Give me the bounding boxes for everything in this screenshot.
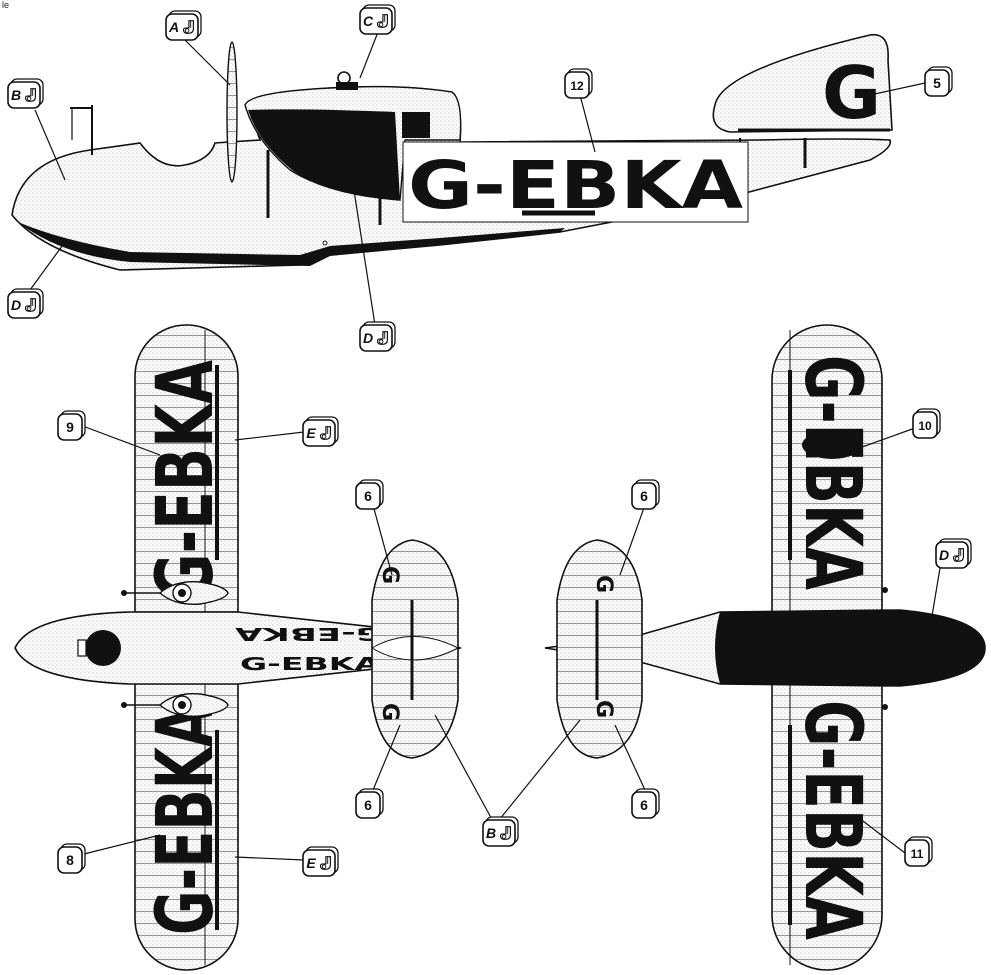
tailplane-letter-under-2: G — [591, 700, 616, 718]
callout-label: 11 — [911, 847, 924, 861]
corner-text: le — [2, 0, 10, 10]
under-wing-registration-lower: G-EBKA — [787, 700, 877, 940]
callout-label: 6 — [364, 797, 372, 813]
callout-d-hull-bottom: D — [7, 288, 44, 319]
hull-registration-upper: G-EBKA — [235, 623, 385, 644]
callout-label: 6 — [640, 797, 648, 813]
callout-b-side: B — [7, 78, 44, 109]
callout-label: D — [11, 297, 21, 313]
callout-10: 10 — [912, 408, 941, 439]
callout-label: A — [168, 19, 179, 35]
callout-label: 5 — [933, 75, 941, 91]
callout-e-upper: E — [302, 416, 339, 447]
callout-label: 6 — [640, 488, 648, 504]
under-view: G-EBKA G-EBKA G G — [544, 324, 986, 971]
callout-5: 5 — [924, 66, 953, 97]
under-wing-registration-upper: G-EBKA — [787, 355, 877, 590]
top-view: G-EBKA G-EBKA G-EBKA G-EBKA G — [14, 324, 463, 971]
hull-registration-lower: G-EBKA — [240, 654, 380, 675]
tail-fin — [712, 33, 893, 133]
callout-11: 11 — [904, 836, 933, 867]
callout-label: E — [306, 855, 316, 871]
tailplane-under: G G — [556, 539, 643, 759]
callout-6-a: 6 — [355, 479, 384, 510]
callout-12: 12 — [564, 68, 593, 99]
side-view: G-EBKA G — [11, 33, 893, 271]
hull-bottom — [18, 222, 565, 266]
callout-label: 12 — [570, 79, 584, 93]
tailplane-letter-top-1: G — [377, 566, 402, 584]
callout-a: A — [165, 10, 202, 41]
callout-label: B — [11, 87, 21, 103]
callout-6-d: 6 — [631, 788, 660, 819]
callout-e-lower: E — [302, 846, 339, 877]
callout-layer: A C B D D E E D B 12 5 9 10 8 11 6 6 6 6 — [7, 4, 972, 877]
callout-label: E — [306, 425, 316, 441]
leader-lines — [29, 31, 941, 861]
callout-label: 8 — [66, 852, 74, 868]
tailplane-letter-top-2: G — [377, 703, 402, 721]
fin-letter: G — [822, 51, 881, 135]
callout-label: 10 — [918, 419, 932, 433]
top-hull — [14, 611, 463, 685]
callout-6-c: 6 — [355, 788, 384, 819]
callout-b-tailplanes: B — [482, 816, 519, 847]
engine-black-area — [248, 109, 400, 200]
callout-label: 6 — [364, 488, 372, 504]
callout-label: B — [486, 825, 496, 841]
engine-pod-upper — [121, 581, 229, 605]
callout-label: 9 — [66, 419, 74, 435]
callout-8: 8 — [57, 843, 86, 874]
callout-6-b: 6 — [631, 479, 660, 510]
callout-label: C — [363, 13, 374, 29]
top-wing-registration-lower: G-EBKA — [141, 705, 231, 935]
top-wing-registration-upper: G-EBKA — [141, 360, 231, 600]
callout-label: D — [363, 330, 373, 346]
callout-label: D — [939, 547, 949, 563]
callout-d-engine: D — [359, 321, 396, 352]
propeller — [226, 41, 238, 183]
callout-d-under-hull: D — [935, 538, 972, 569]
engine-pod-lower — [121, 693, 229, 717]
callout-9: 9 — [57, 410, 86, 441]
tailplane-top: G G — [371, 539, 460, 759]
tailplane-letter-under-1: G — [591, 575, 616, 593]
callout-c: C — [359, 4, 396, 35]
